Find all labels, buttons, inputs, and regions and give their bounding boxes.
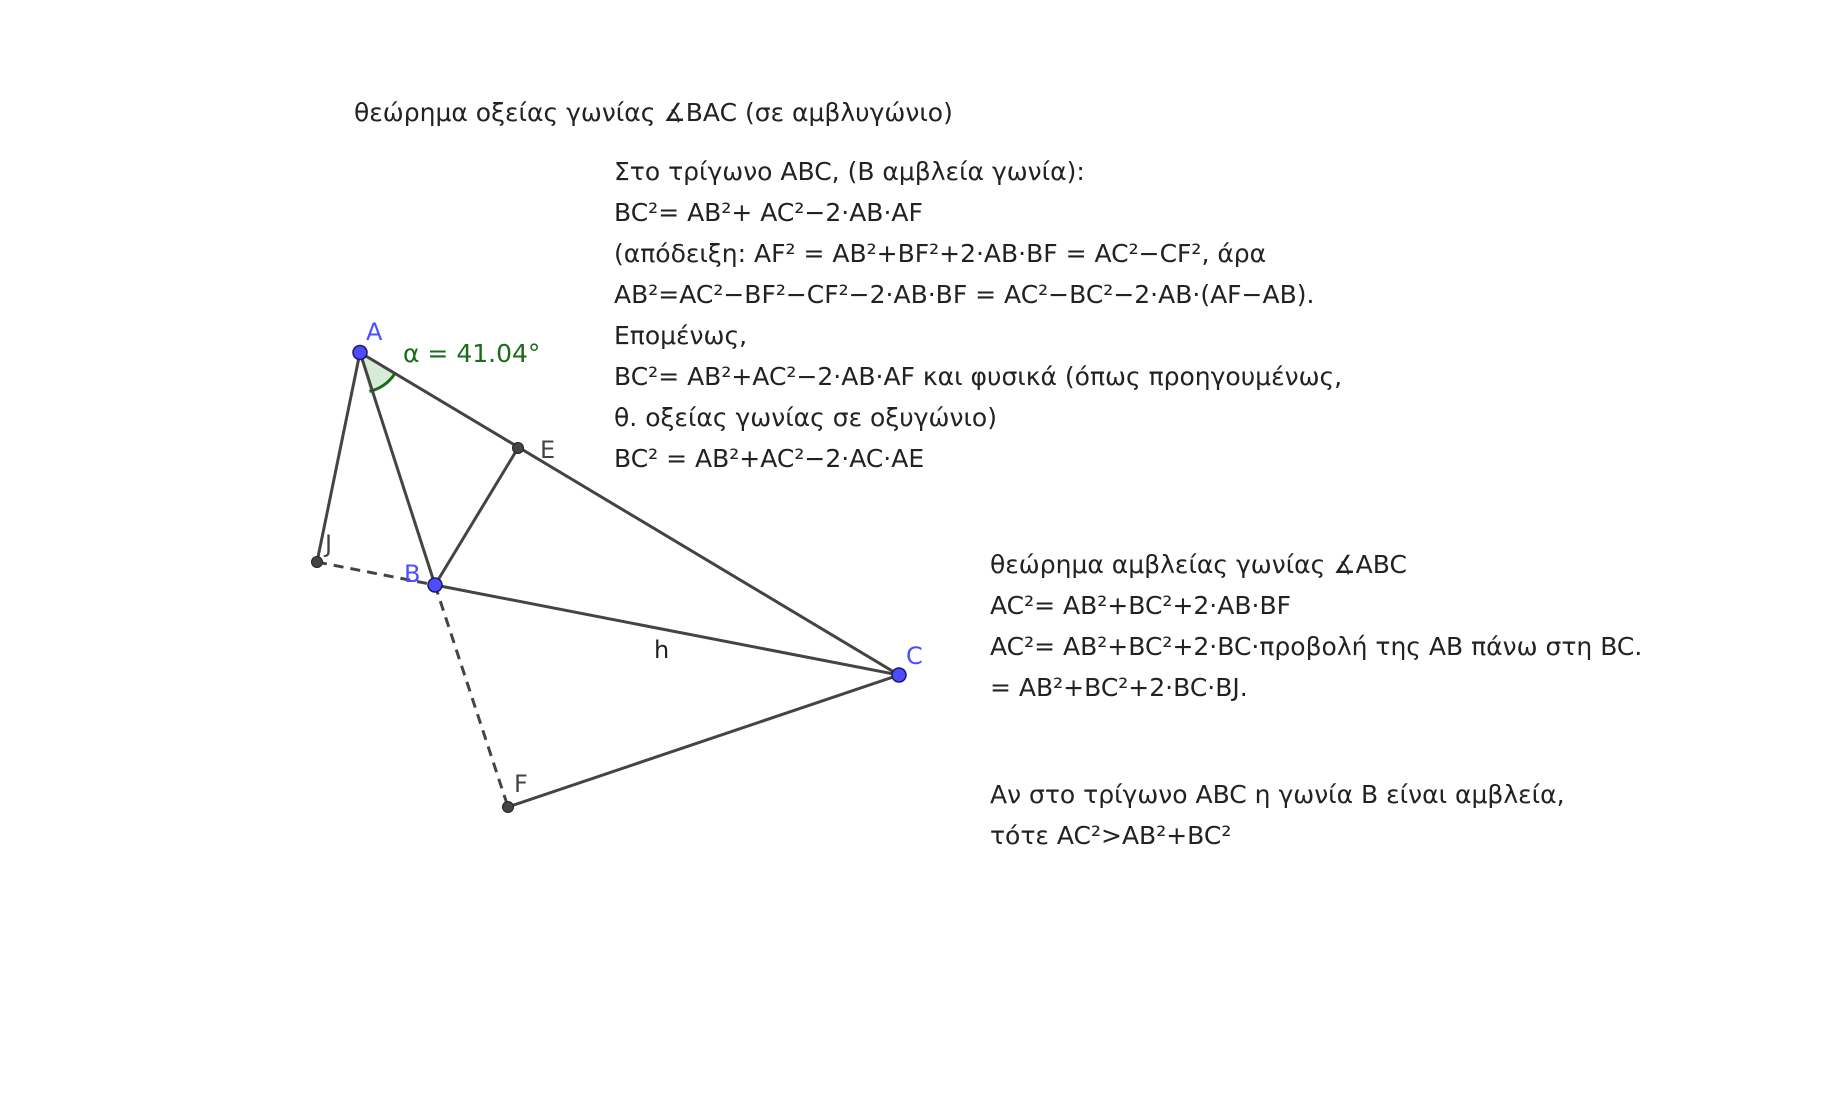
acute-line: BC² = AB²+AC²−2·AC·AE (614, 444, 925, 473)
acute-line: BC²= AB²+ AC²−2·AB·AF (614, 198, 923, 227)
acute-angle-text-block: Στο τρίγωνο ABC, (B αμβλεία γωνία): BC²=… (614, 151, 1342, 479)
conclusion-line: τότε AC²>AB²+BC² (990, 821, 1232, 850)
acute-line: (απόδειξη: AF² = AB²+BF²+2·AB·BF = AC²−C… (614, 239, 1267, 268)
point-B[interactable] (427, 577, 443, 593)
point-C[interactable] (891, 667, 907, 683)
title-acute-angle-theorem: θεώρημα οξείας γωνίας ∡BAC (σε αμβλυγώνι… (354, 98, 953, 127)
segment-BC-h[interactable] (434, 583, 900, 677)
segment-AC[interactable] (359, 351, 900, 677)
obtuse-line: AC²= AB²+BC²+2·BC·προβολή της AB πάνω στ… (990, 632, 1643, 661)
point-E[interactable] (512, 442, 524, 454)
obtuse-line: = AB²+BC²+2·BC·BJ. (990, 673, 1248, 702)
segment-AB[interactable] (358, 352, 437, 586)
obtuse-line: AC²= AB²+BC²+2·AB·BF (990, 591, 1291, 620)
segment-BE[interactable] (433, 447, 520, 586)
label-h: h (654, 636, 669, 664)
point-F[interactable] (502, 801, 514, 813)
segment-FC[interactable] (507, 673, 900, 809)
acute-line: BC²= AB²+AC²−2·AB·AF και φυσικά (όπως πρ… (614, 362, 1343, 391)
label-C: C (906, 642, 923, 670)
point-J[interactable] (311, 556, 323, 568)
label-F: F (514, 770, 528, 798)
segment-AJ[interactable] (315, 352, 362, 563)
label-A: A (366, 318, 383, 346)
acute-line: AB²=AC²−BF²−CF²−2·AB·BF = AC²−BC²−2·AB·(… (614, 280, 1315, 309)
obtuse-angle-text-block: θεώρημα αμβλείας γωνίας ∡ABC AC²= AB²+BC… (990, 544, 1642, 708)
acute-line: Επομένως, (614, 321, 748, 350)
point-A[interactable] (352, 344, 368, 361)
conclusion-text-block: Αν στο τρίγωνο ABC η γωνία B είναι αμβλε… (990, 774, 1565, 856)
acute-line: Στο τρίγωνο ABC, (B αμβλεία γωνία): (614, 157, 1085, 186)
label-E: E (540, 436, 555, 464)
label-J: J (323, 530, 332, 558)
angle-alpha-label: α = 41.04° (403, 339, 540, 368)
segment-BF[interactable] (433, 584, 510, 808)
obtuse-line: θεώρημα αμβλείας γωνίας ∡ABC (990, 550, 1407, 579)
label-B: B (404, 560, 420, 588)
acute-line: θ. οξείας γωνίας σε οξυγώνιο) (614, 403, 997, 432)
segment-JB[interactable] (316, 560, 436, 587)
conclusion-line: Αν στο τρίγωνο ABC η γωνία B είναι αμβλε… (990, 780, 1565, 809)
